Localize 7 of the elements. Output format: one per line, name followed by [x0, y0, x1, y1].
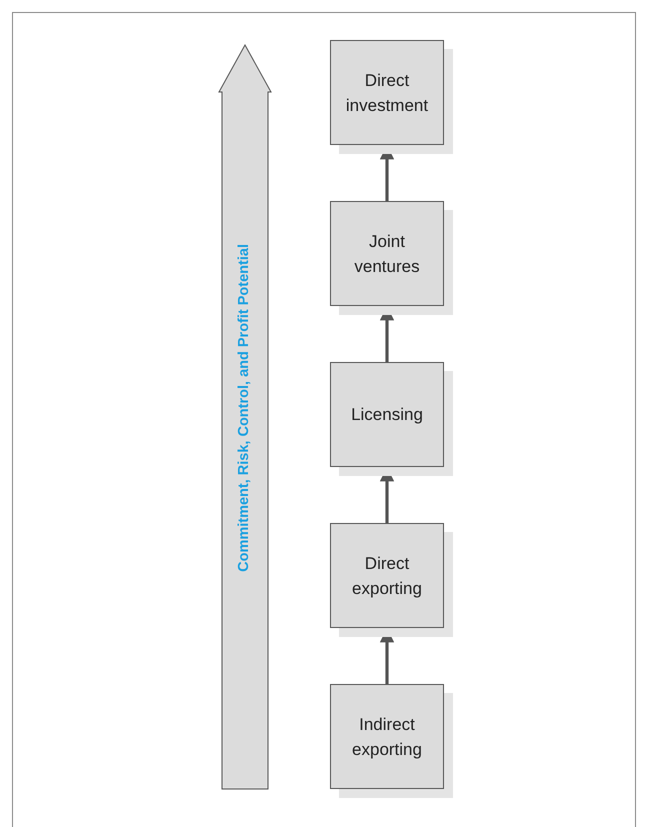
- box-label: Indirect exporting: [351, 714, 423, 760]
- box-label: Direct exporting: [351, 552, 423, 600]
- upward-arrow-band: [218, 44, 272, 790]
- box-label: Licensing: [350, 404, 424, 426]
- box-label: Joint ventures: [353, 230, 421, 278]
- axis-caption: Commitment, Risk, Control, and Profit Potential: [236, 244, 252, 572]
- box-label: Direct investment: [344, 70, 430, 116]
